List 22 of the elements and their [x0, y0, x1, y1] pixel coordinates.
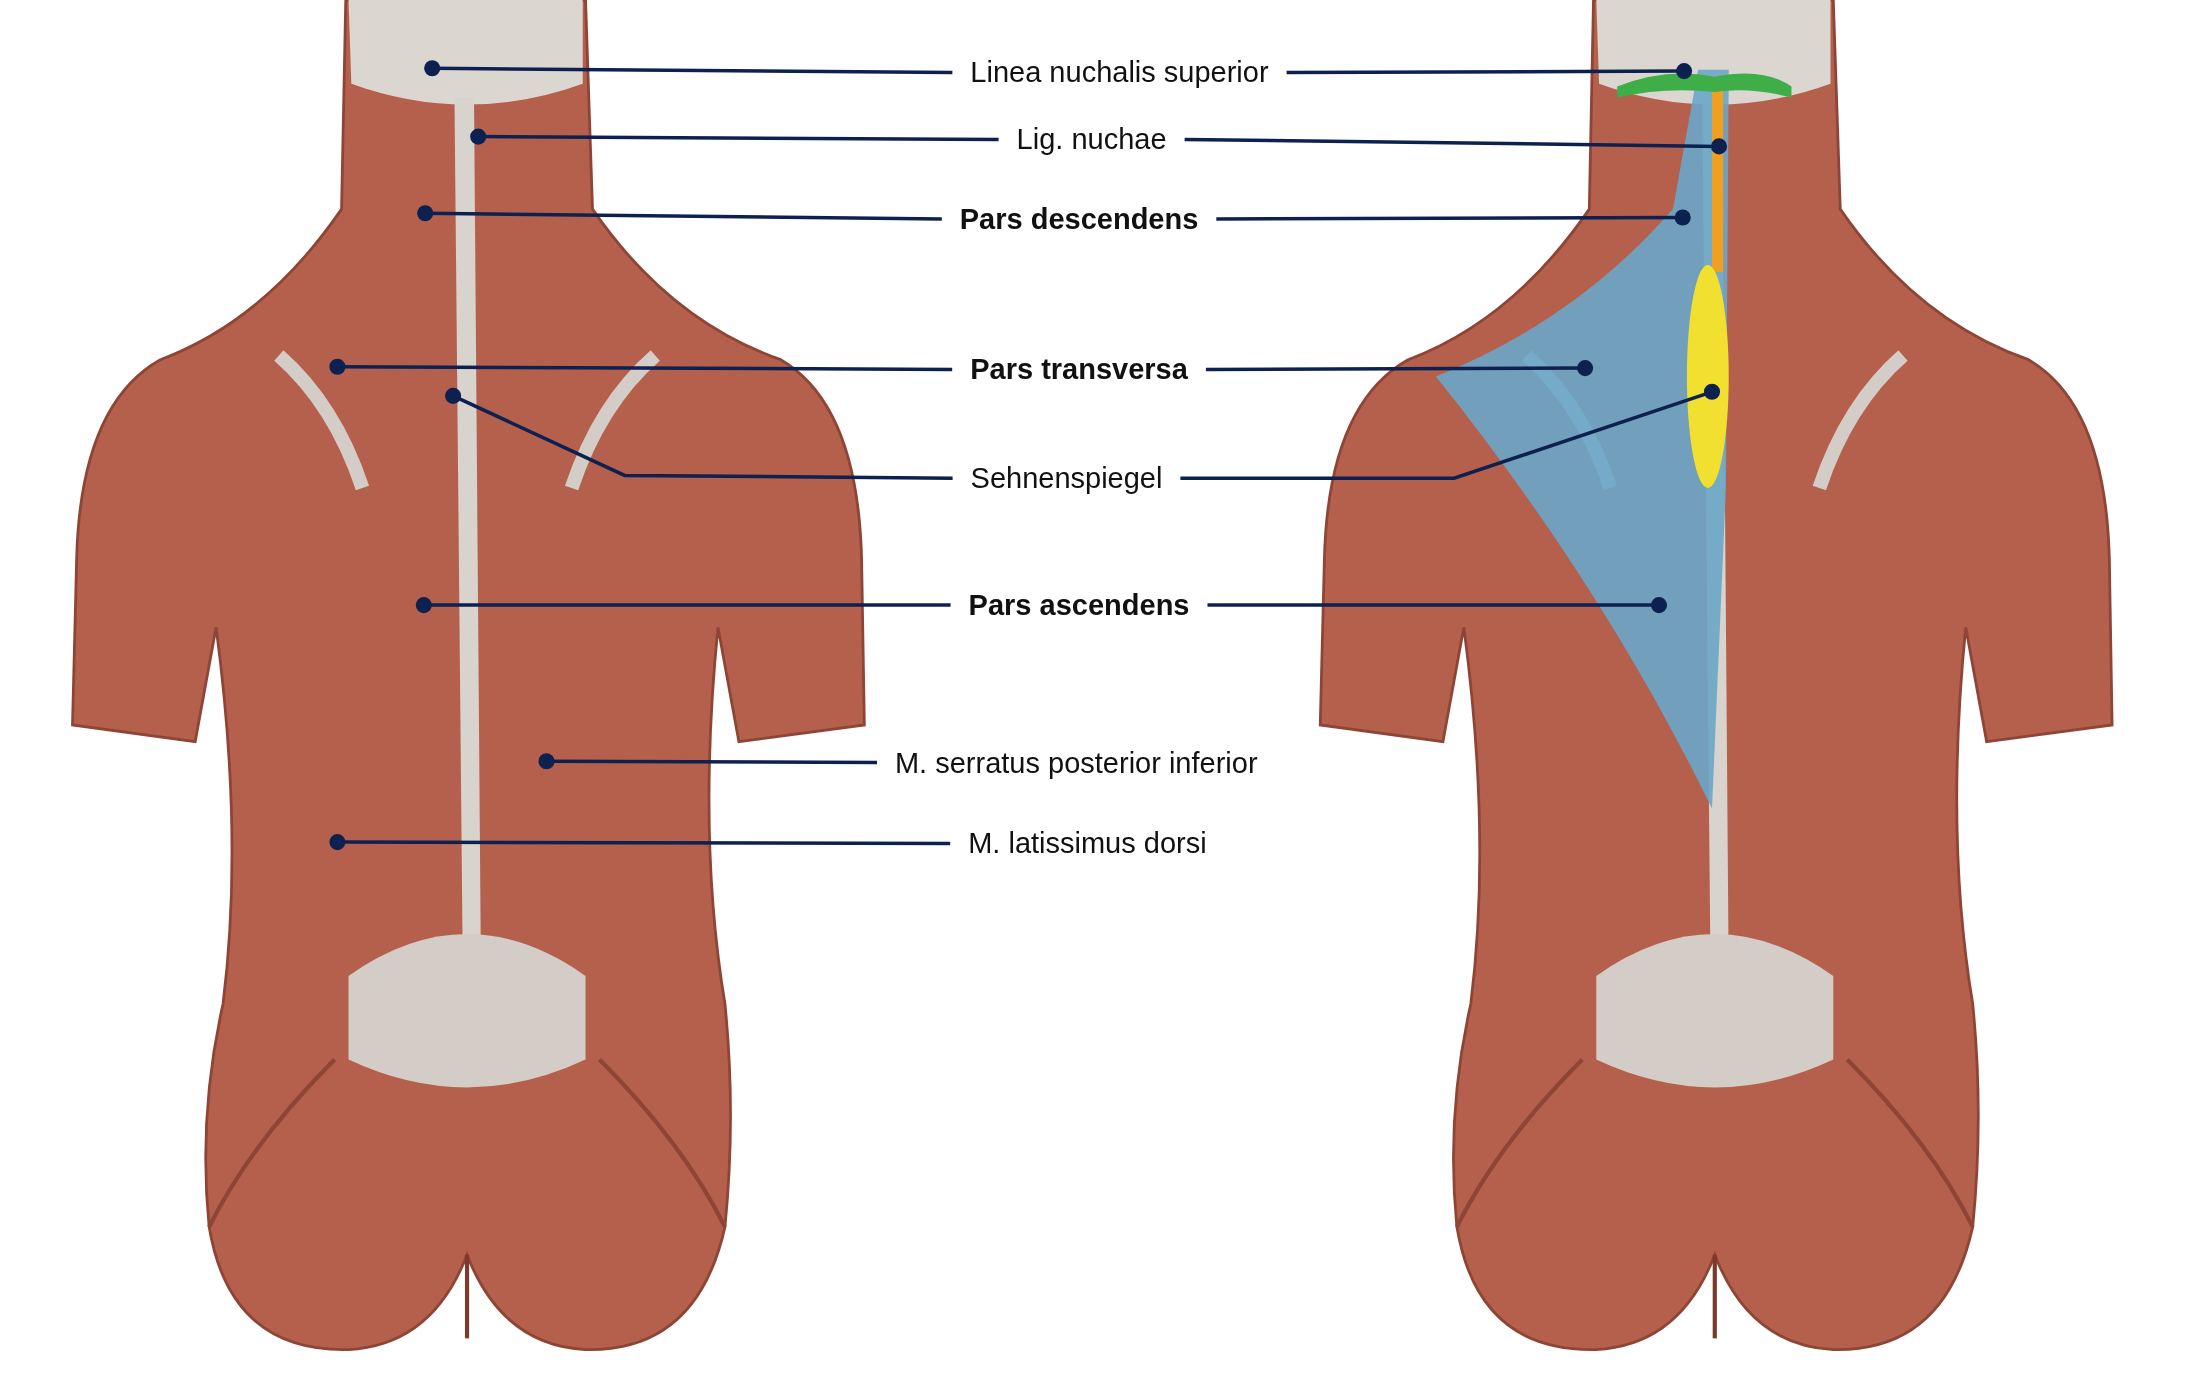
anatomy-label: Lig. nuchae	[1016, 122, 1167, 157]
leader-line	[470, 128, 999, 145]
leader-line	[1184, 137, 1728, 155]
anatomy-label: Sehnenspiegel	[970, 460, 1163, 496]
anatomy-label: M. latissimus dorsi	[968, 826, 1207, 861]
leader-line	[424, 60, 953, 77]
leader-line	[538, 753, 877, 770]
leader-line	[329, 834, 951, 851]
leader-line	[445, 387, 953, 480]
leader-line	[1205, 360, 1594, 377]
leader-line	[1207, 597, 1668, 614]
leader-line	[417, 205, 942, 222]
leader-line	[329, 358, 953, 375]
anatomy-label: Pars transversa	[970, 352, 1188, 387]
leader-line	[1216, 209, 1691, 226]
anatomy-label: Linea nuchalis superior	[970, 55, 1269, 90]
leader-line	[415, 597, 951, 614]
anatomy-label: Pars ascendens	[968, 587, 1190, 623]
leader-line	[1286, 63, 1693, 80]
leader-line	[1180, 383, 1721, 480]
anatomy-label: M. serratus posterior inferior	[894, 745, 1258, 780]
anatomy-label: Pars descendens	[959, 201, 1199, 237]
